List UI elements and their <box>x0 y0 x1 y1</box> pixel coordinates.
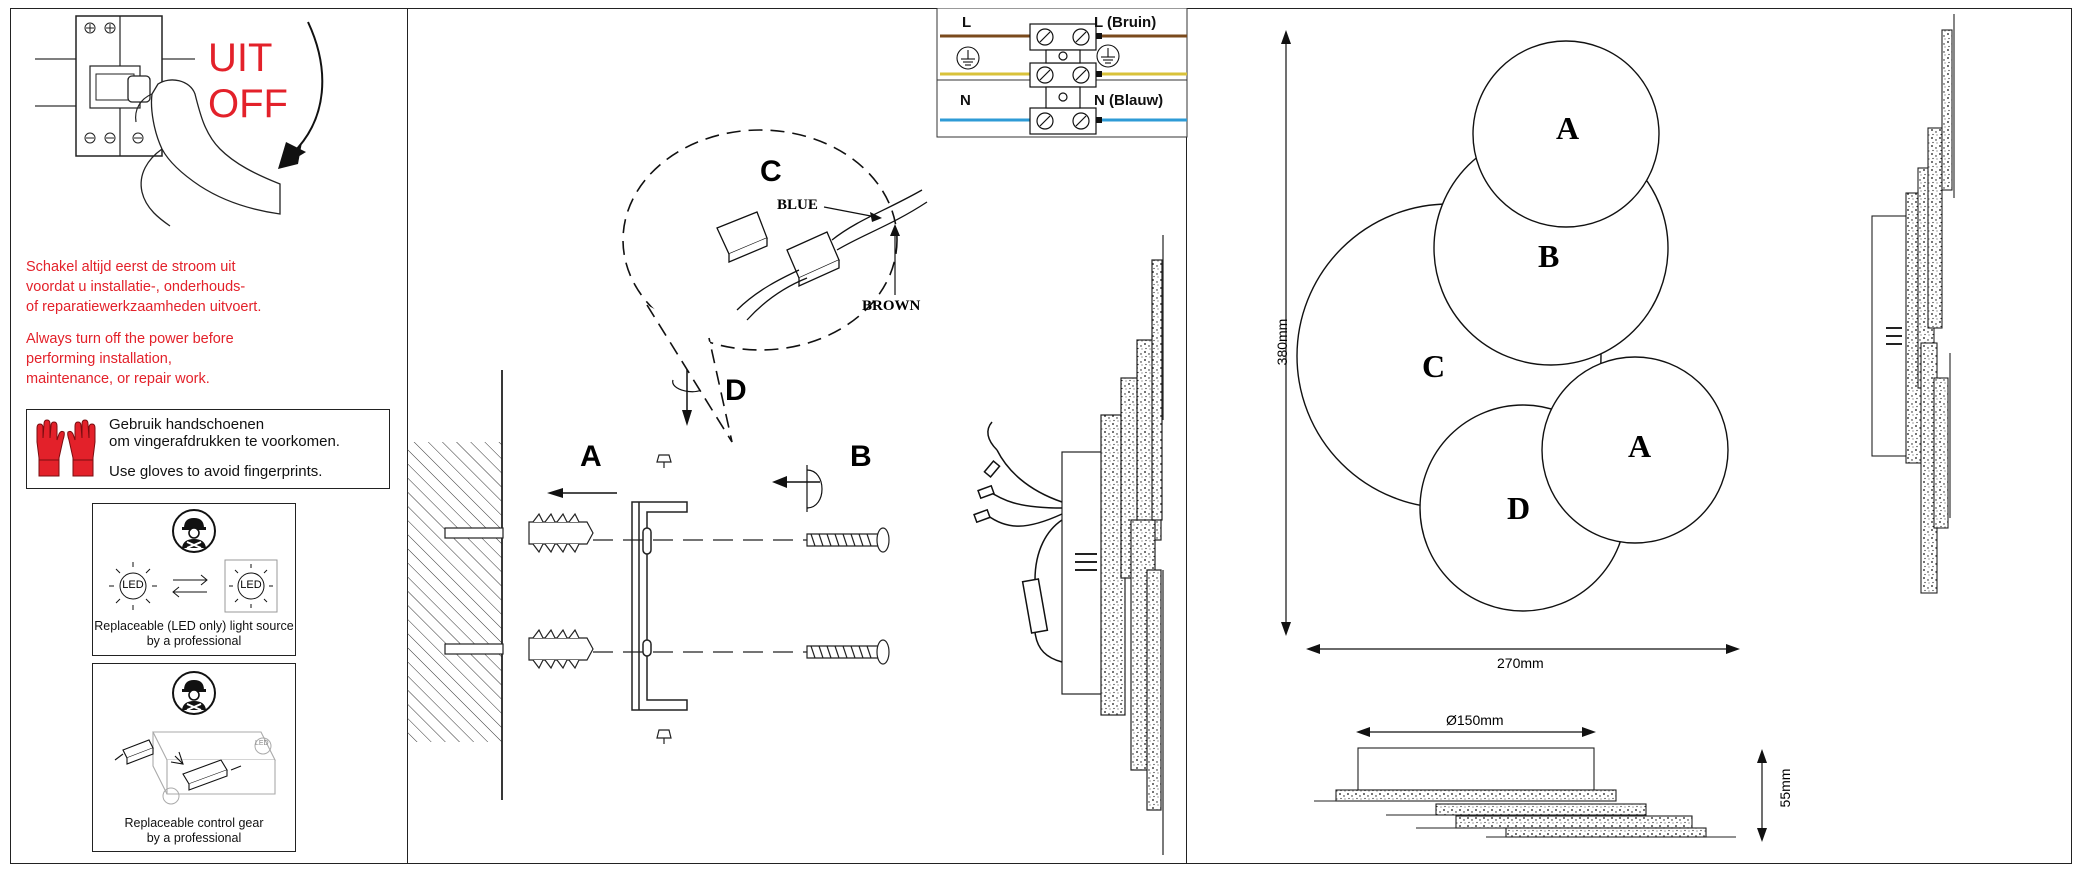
led-left-label: LED <box>122 579 144 591</box>
panel-divider-2 <box>1186 8 1187 864</box>
uit-label: UIT <box>208 36 273 80</box>
brown-wire-label: BROWN <box>862 298 921 314</box>
step-c-label: C <box>760 155 782 188</box>
circle-b-label: B <box>1538 238 1560 274</box>
technician-icon <box>172 671 216 715</box>
led-swap-icon <box>109 559 278 613</box>
callout-leader-lines <box>823 206 900 295</box>
installation-diagram <box>407 129 1164 855</box>
step-a-label: A <box>580 440 602 473</box>
breaker-illustration <box>35 15 324 227</box>
gloves-text-nl-2: om vingerafdrukken te voorkomen. <box>109 433 340 450</box>
circle-a-top-label: A <box>1556 110 1580 146</box>
dimension-drawing <box>1281 14 1955 842</box>
gloves-icon <box>36 419 96 477</box>
circle-c-label: C <box>1422 348 1446 384</box>
panel-divider-1 <box>407 8 408 864</box>
gloves-notice: Gebruik handschoenen om vingerafdrukken … <box>26 409 390 489</box>
gloves-text-en: Use gloves to avoid fingerprints. <box>109 463 323 480</box>
gear-led-label: LED <box>255 740 269 747</box>
wire-n-right-label: N (Blauw) <box>1094 92 1163 109</box>
width-dimension-label: 270mm <box>1497 655 1544 671</box>
wire-l-right-label: L (Bruin) <box>1094 14 1156 31</box>
warning-en-line: Always turn off the power before <box>26 331 234 347</box>
wiring-terminal-diagram: L L (Bruin) N N (Blauw) <box>936 8 1188 138</box>
gear-card-caption-2: by a professional <box>146 831 242 845</box>
warning-en: Always turn off the power before perform… <box>26 329 234 389</box>
wire-n-left-label: N <box>960 92 971 109</box>
led-card-caption-1: Replaceable (LED only) light source <box>94 619 294 633</box>
blue-wire-label: BLUE <box>777 197 818 213</box>
circle-d-label: D <box>1507 490 1531 526</box>
depth-dimension-label: 55mm <box>1777 768 1793 808</box>
gear-card-caption-1: Replaceable control gear <box>124 816 264 830</box>
warning-nl-line: voordat u installatie-, onderhouds- <box>26 279 246 295</box>
technician-icon <box>172 509 216 553</box>
warning-nl: Schakel altijd eerst de stroom uit voord… <box>26 257 261 317</box>
gloves-text-nl-1: Gebruik handschoenen <box>109 416 265 433</box>
wire-l-left-label: L <box>962 14 971 31</box>
diameter-dimension-label: Ø150mm <box>1446 712 1504 728</box>
led-replaceable-card: LED LED Replaceable (LED only) light sou… <box>92 503 296 656</box>
circle-a-right-label: A <box>1628 428 1652 464</box>
control-gear-card: LED Replaceable control gear by a profes… <box>92 663 296 852</box>
height-dimension-label: 380mm <box>1274 318 1290 366</box>
led-right-label: LED <box>240 579 262 591</box>
step-b-label: B <box>850 440 872 473</box>
off-label: OFF <box>208 82 288 126</box>
warning-nl-line: of reparatiewerkzaamheden uitvoert. <box>26 299 262 315</box>
control-gear-icon <box>114 731 276 805</box>
step-d-label: D <box>725 374 747 407</box>
warning-en-line: performing installation, <box>26 351 172 367</box>
led-card-caption-2: by a professional <box>146 634 242 648</box>
warning-nl-line: Schakel altijd eerst de stroom uit <box>26 259 236 275</box>
warning-en-line: maintenance, or repair work. <box>26 371 210 387</box>
